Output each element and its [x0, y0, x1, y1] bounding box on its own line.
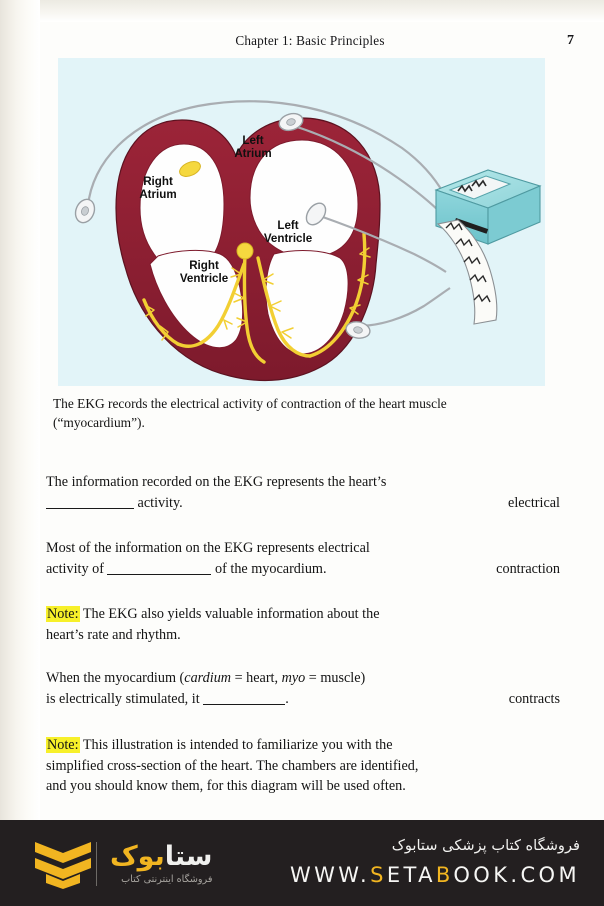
- heart-diagram-svg: [58, 58, 545, 386]
- watermark-footer: ستابوک فروشگاه اینترنتی کتاب فروشگاه کتا…: [0, 820, 604, 906]
- note-2-line-2: simplified cross-section of the heart. T…: [46, 757, 419, 774]
- note-1-label: Note:: [46, 606, 80, 622]
- url-ook: OOK.COM: [453, 863, 580, 887]
- logo-name-part-2: بوک: [110, 841, 165, 872]
- caption-line-2: (“myocardium”).: [53, 414, 145, 430]
- note-block-1: Note: The EKG also yields valuable infor…: [46, 604, 566, 645]
- question-1-after: activity.: [134, 494, 183, 511]
- label-left-atrium: Left Atrium: [234, 134, 272, 161]
- site-persian-tagline: فروشگاه کتاب پزشکی ستابوک: [391, 837, 580, 854]
- question-2-line-1: Most of the information on the EKG repre…: [46, 540, 370, 556]
- url-eta: ETA: [386, 863, 436, 887]
- question-3-line-1b: = heart,: [231, 670, 282, 686]
- figure-caption: The EKG records the electrical activity …: [53, 395, 523, 432]
- fill-in-blank-1[interactable]: [46, 507, 134, 509]
- question-3-before: is electrically stimulated, it: [46, 690, 204, 707]
- question-3-italic-cardium: cardium: [184, 670, 232, 686]
- note-1-line-1: The EKG also yields valuable information…: [79, 606, 380, 622]
- sa-node: [179, 161, 201, 177]
- note-1-text: Note: The EKG also yields valuable infor…: [46, 604, 476, 645]
- note-2-text: Note: This illustration is intended to f…: [46, 735, 476, 797]
- note-2-label: Note:: [46, 737, 80, 753]
- site-url[interactable]: WWW.SETABOOK.COM: [290, 860, 580, 890]
- note-2-line-3: and you should know them, for this diagr…: [46, 778, 406, 794]
- answer-2: contraction: [496, 560, 560, 577]
- question-3-line-1a: When the myocardium (: [46, 670, 185, 686]
- note-1-line-2: heart’s rate and rhythm.: [46, 626, 181, 643]
- label-right-atrium: Right Atrium: [139, 175, 177, 202]
- chevron-logo-icon: [35, 842, 91, 889]
- logo-text: ستابوک فروشگاه اینترنتی کتاب: [110, 842, 212, 886]
- question-1-text: The information recorded on the EKG repr…: [46, 472, 446, 513]
- heart-ekg-illustration: Right Atrium Left Atrium Left Ventricle …: [58, 58, 545, 386]
- question-2-after: of the myocardium.: [211, 560, 327, 577]
- question-block-3: When the myocardium (cardium = heart, my…: [46, 668, 566, 709]
- url-www: WWW.: [289, 863, 371, 887]
- setabook-logo[interactable]: ستابوک فروشگاه اینترنتی کتاب: [32, 837, 224, 891]
- site-info: فروشگاه کتاب پزشکی ستابوک WWW.SETABOOK.C…: [290, 834, 580, 890]
- logo-name: ستابوک: [110, 842, 212, 872]
- note-block-2: Note: This illustration is intended to f…: [46, 735, 566, 797]
- electrodes: [74, 112, 371, 339]
- question-block-2: Most of the information on the EKG repre…: [46, 538, 566, 579]
- label-right-ventricle: Right Ventricle: [179, 259, 229, 286]
- question-2-text: Most of the information on the EKG repre…: [46, 538, 446, 579]
- question-1-before: The information recorded on the EKG repr…: [46, 474, 387, 490]
- caption-line-1: The EKG records the electrical activity …: [53, 396, 447, 411]
- label-left-ventricle: Left Ventricle: [263, 219, 313, 246]
- question-2-before: activity of: [46, 560, 108, 577]
- fill-in-blank-3[interactable]: [203, 703, 286, 705]
- question-3-line-1c: = muscle): [305, 670, 366, 686]
- av-node: [236, 242, 254, 260]
- question-3-text: When the myocardium (cardium = heart, my…: [46, 668, 446, 709]
- scan-edge-left: [0, 0, 40, 906]
- running-head: Chapter 1: Basic Principles 7: [40, 33, 580, 53]
- answer-1: electrical: [508, 494, 560, 511]
- purkinje-fibers: [144, 247, 371, 341]
- answer-3: contracts: [508, 690, 560, 707]
- question-3-italic-myo: myo: [281, 670, 306, 686]
- page-number: 7: [567, 33, 574, 48]
- url-b: B: [435, 863, 454, 887]
- logo-divider: [96, 842, 97, 886]
- logo-name-part-1: ستا: [164, 841, 213, 872]
- page-title: Chapter 1: Basic Principles: [235, 33, 385, 48]
- scan-edge-top: [0, 0, 604, 22]
- question-block-1: The information recorded on the EKG repr…: [46, 472, 566, 513]
- note-2-line-1: This illustration is intended to familia…: [79, 737, 393, 753]
- url-s: S: [370, 863, 387, 887]
- question-3-after: .: [285, 690, 289, 707]
- fill-in-blank-2[interactable]: [107, 573, 212, 575]
- logo-subtitle: فروشگاه اینترنتی کتاب: [121, 874, 213, 885]
- ekg-paper-strip: [436, 219, 498, 325]
- ekg-leads: [86, 100, 451, 328]
